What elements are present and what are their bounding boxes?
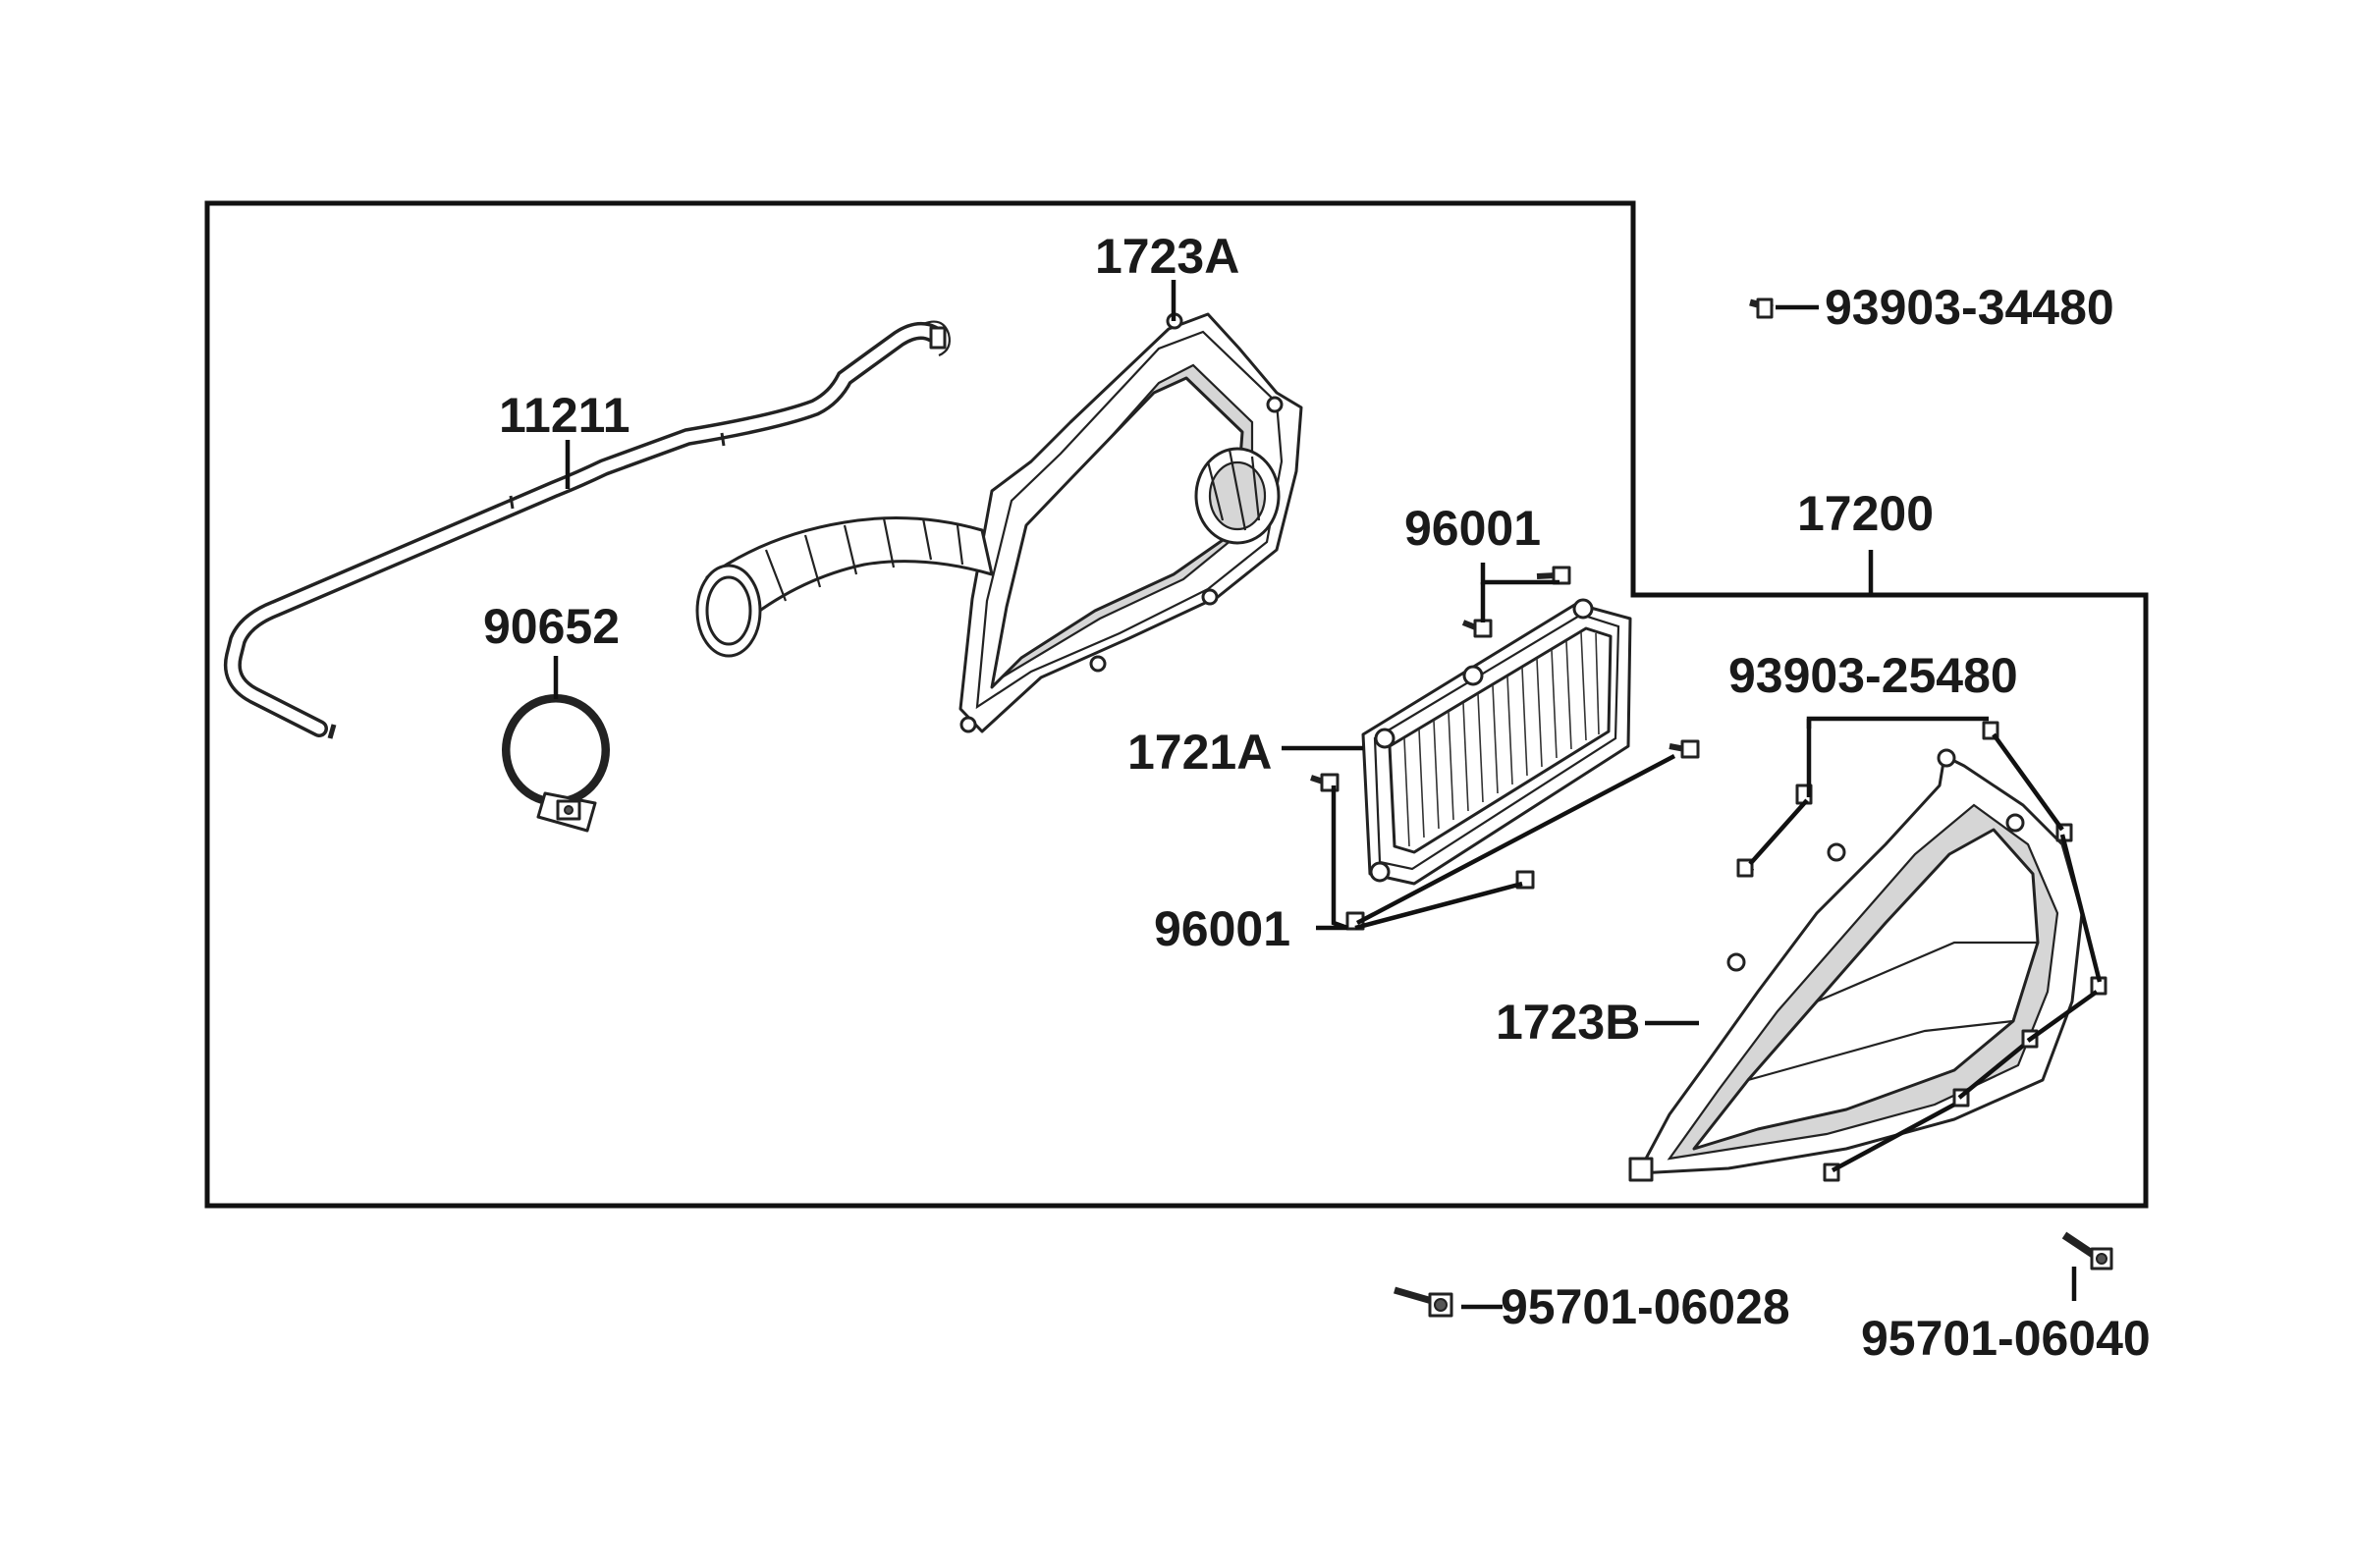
label-93903-25480: 93903-25480 bbox=[1728, 648, 2018, 703]
label-93903-34480: 93903-34480 bbox=[1825, 280, 2114, 335]
label-96001-top: 96001 bbox=[1404, 501, 1541, 556]
breather-hose-part bbox=[224, 320, 951, 739]
air-cleaner-case-upper-part bbox=[695, 312, 1303, 733]
label-11211: 11211 bbox=[499, 388, 630, 443]
hose-clamp-part bbox=[502, 694, 610, 833]
label-95701-06028: 95701-06028 bbox=[1501, 1279, 1790, 1334]
air-cleaner-case-lower-part bbox=[1628, 748, 2084, 1182]
label-17200: 17200 bbox=[1797, 486, 1934, 541]
air-filter-element-part bbox=[1361, 598, 1632, 886]
assembly-frame bbox=[204, 200, 2149, 1209]
label-1723a: 1723A bbox=[1095, 229, 1239, 284]
label-95701-06040: 95701-06040 bbox=[1861, 1311, 2151, 1366]
label-90652: 90652 bbox=[483, 599, 620, 654]
leader-lines bbox=[553, 280, 2103, 1310]
label-1723b: 1723B bbox=[1496, 995, 1640, 1050]
label-96001-bottom: 96001 bbox=[1154, 901, 1290, 956]
bolt-95701-06028-part bbox=[1394, 1286, 1453, 1318]
label-1721a: 1721A bbox=[1127, 725, 1272, 780]
screw-93903-34480-part bbox=[1749, 297, 1774, 319]
part-labels: 1723A 11211 90652 96001 1721A 96001 1720… bbox=[483, 229, 2151, 1366]
bolt-95701-06040-part bbox=[2061, 1231, 2113, 1271]
